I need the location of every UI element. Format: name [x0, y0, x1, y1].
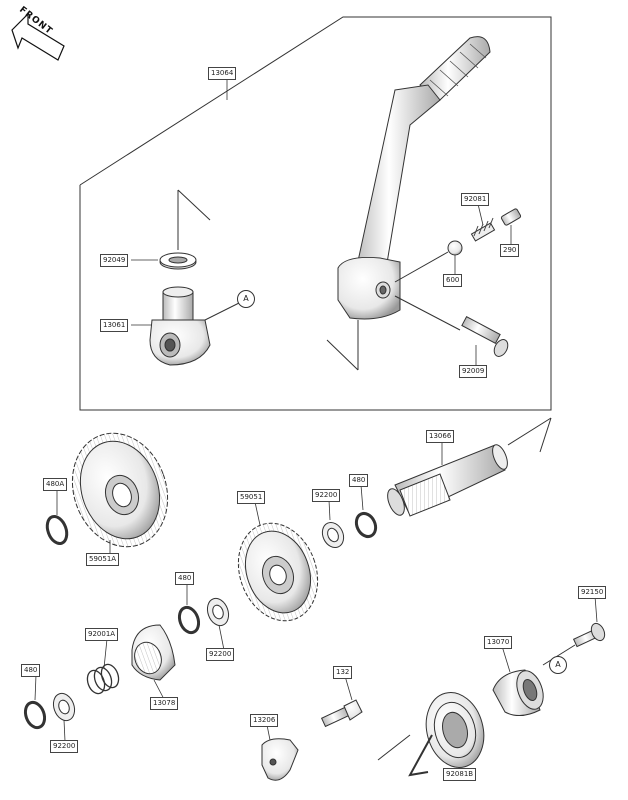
spring-92081	[470, 217, 496, 242]
label-290: 290	[500, 244, 520, 257]
label-92081: 92081	[461, 193, 490, 206]
label-59051: 59051	[237, 491, 266, 504]
label-480A: 480A	[43, 478, 68, 491]
circlip-480-mid	[177, 605, 201, 635]
kick-pedal-lever	[326, 36, 491, 371]
washer-92200-right	[321, 521, 345, 549]
label-92150: 92150	[578, 586, 607, 599]
washer-92200-bottom	[52, 692, 76, 722]
front-arrow-icon	[11, 12, 65, 61]
washer-92049	[159, 189, 211, 270]
label-132: 132	[333, 666, 353, 679]
bolt-92150	[542, 622, 606, 666]
label-13206: 13206	[250, 714, 279, 727]
gear-59051A	[71, 432, 169, 548]
washer-92200-mid	[206, 597, 230, 627]
label-92200-mid: 92200	[206, 648, 235, 661]
pivot-shaft-13061	[149, 286, 246, 366]
callout-marker-bottom: A	[549, 656, 567, 674]
label-92049: 92049	[100, 254, 129, 267]
label-92200-right: 92200	[312, 489, 341, 502]
ball-600	[394, 240, 463, 283]
label-480-mid: 480	[175, 572, 195, 585]
kick-shaft-13066	[387, 417, 552, 517]
label-92009: 92009	[459, 365, 488, 378]
circlip-480-right	[354, 511, 378, 539]
spring-92001A	[86, 663, 120, 695]
gear-59051	[237, 522, 319, 622]
pin-290	[500, 208, 522, 226]
label-480-bottom: 480	[21, 664, 41, 677]
label-92001A: 92001A	[85, 628, 119, 641]
circlip-480-bottom	[23, 700, 47, 730]
return-spring-92081B	[377, 692, 485, 777]
label-600: 600	[443, 274, 463, 287]
callout-marker-top: A	[237, 290, 255, 308]
label-92200-bottom: 92200	[50, 740, 79, 753]
label-59051A: 59051A	[86, 553, 120, 566]
circlip-480A	[45, 514, 69, 546]
ratchet-13078	[131, 624, 176, 681]
collar-13070	[492, 669, 544, 716]
label-480-right: 480	[349, 474, 369, 487]
label-92081B: 92081B	[443, 768, 477, 781]
leader-lines	[34, 78, 598, 774]
guide-13206	[261, 738, 299, 781]
label-13064: 13064	[208, 67, 237, 80]
label-13078: 13078	[150, 697, 179, 710]
assembly-frame	[79, 16, 552, 411]
label-13066: 13066	[426, 430, 455, 443]
label-13070: 13070	[484, 636, 513, 649]
bolt-92009	[394, 295, 509, 357]
bolt-132	[320, 699, 363, 728]
label-13061: 13061	[100, 319, 129, 332]
